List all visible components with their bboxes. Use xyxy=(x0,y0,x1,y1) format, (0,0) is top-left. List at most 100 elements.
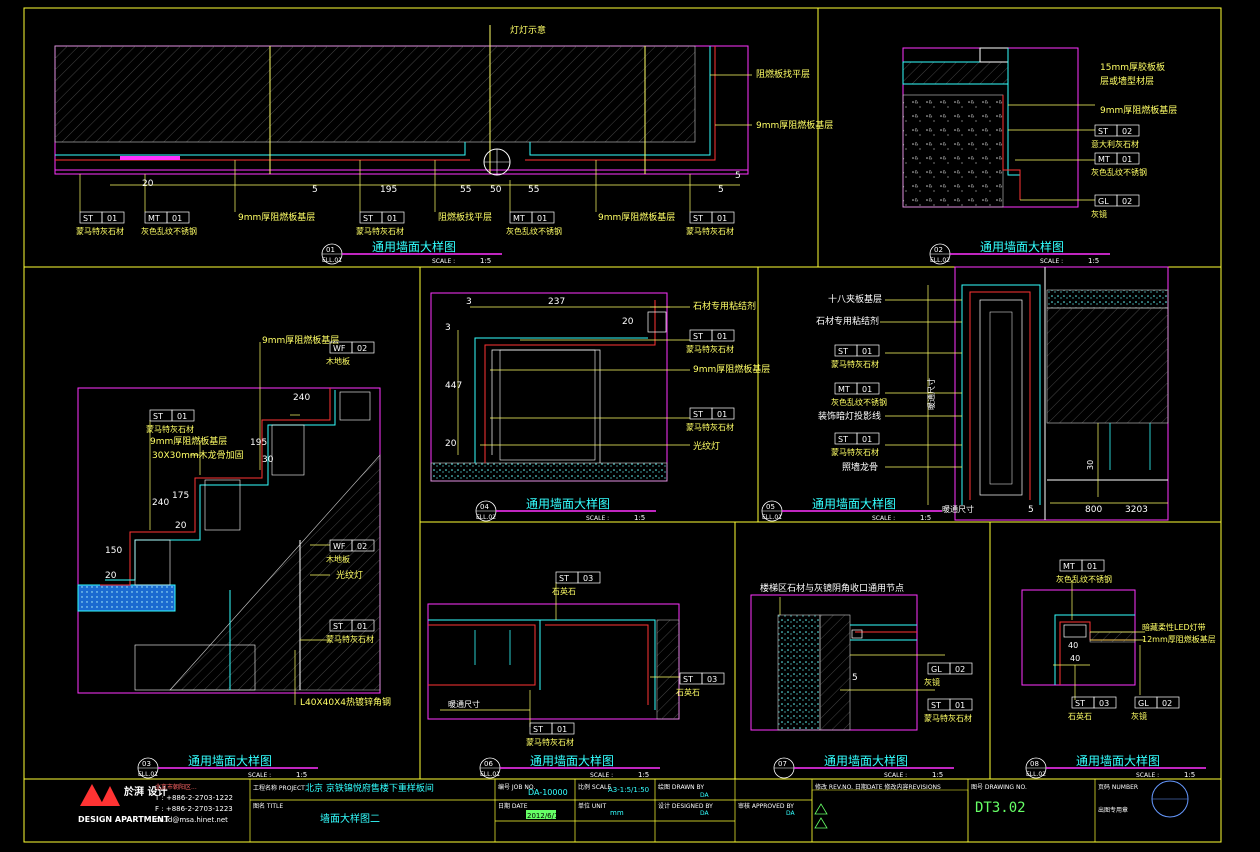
tag-number: 01 xyxy=(557,725,567,734)
tag-description: 灰色乱纹不锈钢 xyxy=(1091,167,1147,177)
drawing-no-label: 图号 DRAWING NO. xyxy=(971,784,1027,791)
detail-title-text: 通用墙面大样图 xyxy=(188,753,272,768)
d05-label: 装饰暗灯投影线 xyxy=(818,410,881,422)
tag-code: ST xyxy=(1075,699,1085,708)
scale-value: 1:5 xyxy=(932,771,943,779)
detail-number: 07 xyxy=(778,760,787,768)
d03-label: 9mm厚阻燃板基层 xyxy=(262,334,339,346)
detail-ref: ELL.01 xyxy=(762,514,782,521)
d03-dim: 240 xyxy=(293,393,310,403)
tag-description: 石英石 xyxy=(676,687,700,697)
tag-code: ST xyxy=(1098,127,1108,136)
tag-description: 蒙马特灰石材 xyxy=(831,359,879,369)
tag-code: ST xyxy=(838,435,848,444)
tag-number: 01 xyxy=(1122,155,1132,164)
d01-dim: 195 xyxy=(380,185,397,195)
tag-description: 蒙马特灰石材 xyxy=(831,447,879,457)
tag-number: 02 xyxy=(357,344,367,353)
designed-label: 设计 DESIGNED BY xyxy=(658,802,713,810)
date-value: 2012/6/1 xyxy=(527,812,558,820)
d05-vertical-label: 暖通尺寸 xyxy=(926,378,936,410)
scale-value: 1:5 xyxy=(1088,257,1099,265)
scale-value: 1:5 xyxy=(634,514,645,522)
tag-code: MT xyxy=(1063,562,1075,571)
revisions-label: 修改 REV.NO. 日期DATE 修改内容REVISIONS xyxy=(815,783,941,791)
d01-dim: 5 xyxy=(312,185,318,195)
d01-right-label-2: 9mm厚阻燃板基层 xyxy=(756,119,833,131)
tag-code: ST xyxy=(683,675,693,684)
tag-code: GL xyxy=(1138,699,1149,708)
detail-06-labels: 暖通尺寸 xyxy=(448,699,480,709)
tag-code: ST xyxy=(153,412,163,421)
detail-number: 01 xyxy=(326,246,335,254)
tag-code: GL xyxy=(1098,197,1109,206)
tag-description: 木地板 xyxy=(326,554,350,564)
approved-label: 审核 APPROVED BY xyxy=(738,802,794,810)
scale-value: 1:5 xyxy=(480,257,491,265)
d03-dim: 175 xyxy=(172,491,189,501)
d01-dim: 55 xyxy=(460,185,471,195)
tag-description: 蒙马特灰石材 xyxy=(686,226,734,236)
tag-number: 01 xyxy=(955,701,965,710)
d02-label: 9mm厚阻燃板基层 xyxy=(1100,104,1177,116)
drawn-label: 绘图 DRAWN BY xyxy=(658,783,704,791)
d07-dim: 5 xyxy=(852,673,858,683)
detail-number: 08 xyxy=(1030,760,1039,768)
d04-dim: 3 xyxy=(445,323,451,333)
d03-dim: 150 xyxy=(105,546,122,556)
tag-code: ST xyxy=(693,332,703,341)
brand-logo-mark xyxy=(80,784,104,806)
scale-label: 比例 SCALE xyxy=(578,783,611,791)
tag-description: 蒙马特灰石材 xyxy=(146,424,194,434)
d01-dim: 20 xyxy=(142,179,154,189)
material-tag: ST 01 蒙马特灰石材 xyxy=(831,432,880,457)
tag-code: MT xyxy=(148,214,160,223)
title-block xyxy=(80,779,1189,843)
tag-code: ST xyxy=(693,214,703,223)
tag-description: 石英石 xyxy=(1068,711,1092,721)
detail-01-drawing xyxy=(54,25,752,212)
scale-value: A3-1:5/1:50 xyxy=(608,786,649,794)
tag-description: 灰色乱纹不锈钢 xyxy=(831,397,887,407)
tag-number: 01 xyxy=(1087,562,1097,571)
tag-code: ST xyxy=(559,574,569,583)
tag-code: WF xyxy=(333,344,346,353)
drawing-number: DT3.02 xyxy=(975,800,1026,816)
d01-dim: 50 xyxy=(490,185,502,195)
d05-bottom-label: 暖通尺寸 xyxy=(942,504,974,514)
title-block-text: 於湃 设计 DESIGN APARTMENT 北京市朝阳区... T : +88… xyxy=(78,782,1138,825)
designed-value: DA xyxy=(700,810,710,817)
tag-number: 01 xyxy=(862,385,872,394)
tag-number: 02 xyxy=(1162,699,1172,708)
job-label: 编号 JOB NO. xyxy=(498,783,535,791)
tag-number: 01 xyxy=(862,435,872,444)
tag-description: 意大利灰石材 xyxy=(1091,139,1139,149)
d03-label: L40X40X4热镀锌角钢 xyxy=(300,696,391,708)
d01-label: 9mm厚阻燃板基层 xyxy=(598,211,675,223)
d05-dim: 30 xyxy=(1086,460,1095,470)
d04-label: 9mm厚阻燃板基层 xyxy=(693,363,770,375)
d04-dim: 237 xyxy=(548,297,565,307)
d06-label: 暖通尺寸 xyxy=(448,699,480,709)
d08-dim: 40 xyxy=(1070,654,1080,663)
drawn-value: DA xyxy=(700,792,710,799)
scale-value: 1:5 xyxy=(1184,771,1195,779)
d03-dim: 20 xyxy=(105,571,117,581)
